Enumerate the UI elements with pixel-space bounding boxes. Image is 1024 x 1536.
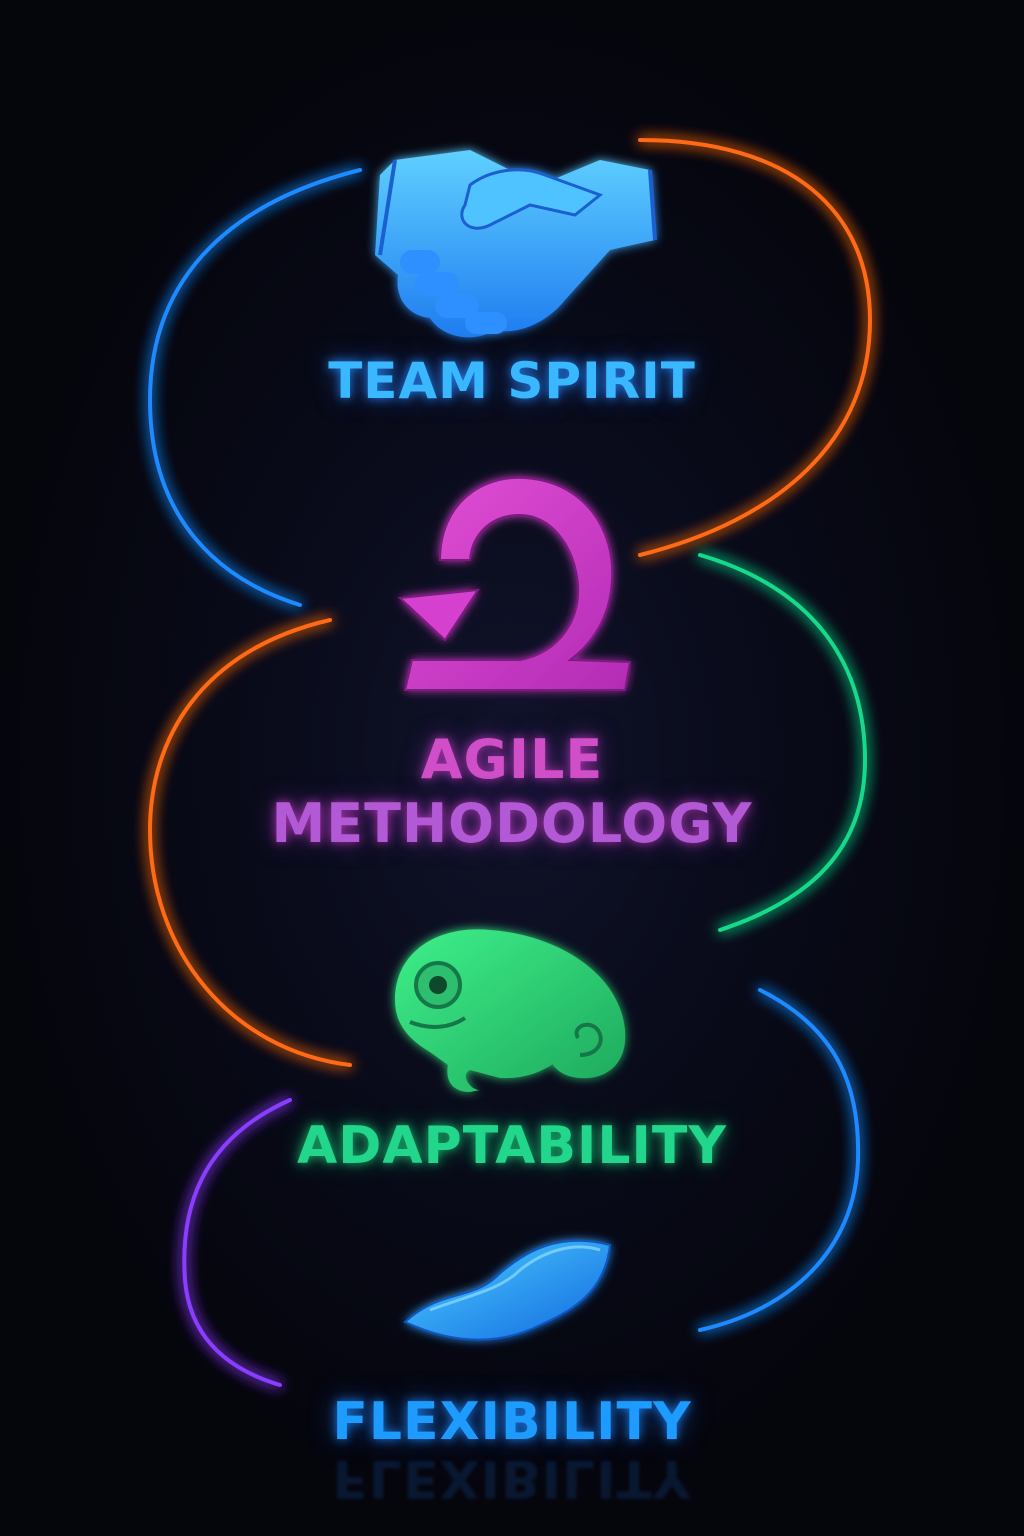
ribbon-loop-top <box>147 138 873 607</box>
wave-flexibility-icon <box>403 1239 612 1341</box>
agile-label-line1: AGILE <box>420 728 604 791</box>
flexibility-label-reflection: FLEXIBILITY <box>332 1448 692 1508</box>
agile-methodology-label: AGILE METHODOLOGY <box>0 728 1024 856</box>
agile-label-line2: METHODOLOGY <box>271 792 753 855</box>
team-spirit-label: TEAM SPIRIT <box>328 352 696 410</box>
adaptability-label: ADAPTABILITY <box>296 1116 728 1176</box>
chameleon-icon <box>395 929 626 1092</box>
flexibility-label: FLEXIBILITY <box>332 1392 692 1452</box>
handshake-icon <box>375 150 657 338</box>
ribbon-loop-middle <box>147 553 868 1067</box>
ribbon-loop-bottom <box>182 988 861 1387</box>
agile-cycle-arrow-icon <box>397 476 632 691</box>
